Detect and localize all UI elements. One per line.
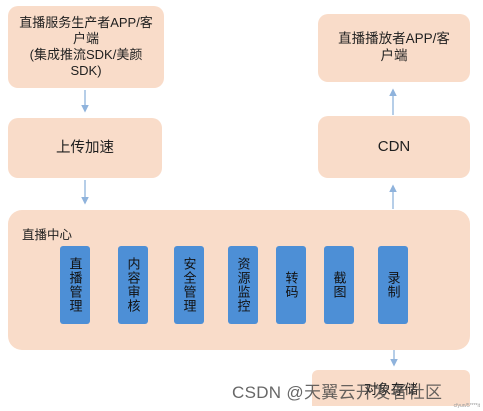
module-label: 转码 — [283, 271, 299, 299]
csdn-watermark: CSDN @天翼云开发者社区 — [232, 383, 443, 402]
module-resource-monitoring: 资源监控 — [228, 246, 258, 324]
module-live-management: 直播管理 — [60, 246, 90, 324]
module-security-management: 安全管理 — [174, 246, 204, 324]
module-transcode: 转码 — [276, 246, 306, 324]
module-label: 直播管理 — [67, 257, 83, 313]
live-center-title: 直播中心 — [22, 228, 73, 242]
module-label: 资源监控 — [235, 257, 251, 313]
cdn-label: CDN — [377, 137, 411, 155]
player-app-node: 直播播放者APP/客 户端 — [318, 14, 470, 82]
corner-watermark: cfyun/5****it — [453, 403, 480, 409]
module-label: 安全管理 — [181, 257, 197, 313]
module-screenshot: 截图 — [324, 246, 354, 324]
object-storage-label: 对象存储 — [364, 382, 418, 397]
producer-app-label: 直播服务生产者APP/客 户端 (集成推流SDK/美颜 SDK) — [19, 14, 153, 79]
live-center-container: 直播中心 直播管理 内容审核 安全管理 资源监控 转码 截图 录制 — [8, 210, 470, 350]
module-label: 录制 — [385, 271, 401, 299]
upload-accel-label: 上传加速 — [56, 139, 114, 156]
upload-accel-node: 上传加速 — [8, 118, 162, 178]
module-label: 内容审核 — [125, 257, 141, 313]
module-record: 录制 — [378, 246, 408, 324]
producer-app-node: 直播服务生产者APP/客 户端 (集成推流SDK/美颜 SDK) — [8, 6, 164, 88]
module-content-review: 内容审核 — [118, 246, 148, 324]
cdn-node: CDN — [318, 116, 470, 178]
player-app-label: 直播播放者APP/客 户端 — [338, 31, 450, 63]
object-storage-node: 对象存储 — [312, 370, 470, 406]
module-label: 截图 — [331, 271, 347, 299]
